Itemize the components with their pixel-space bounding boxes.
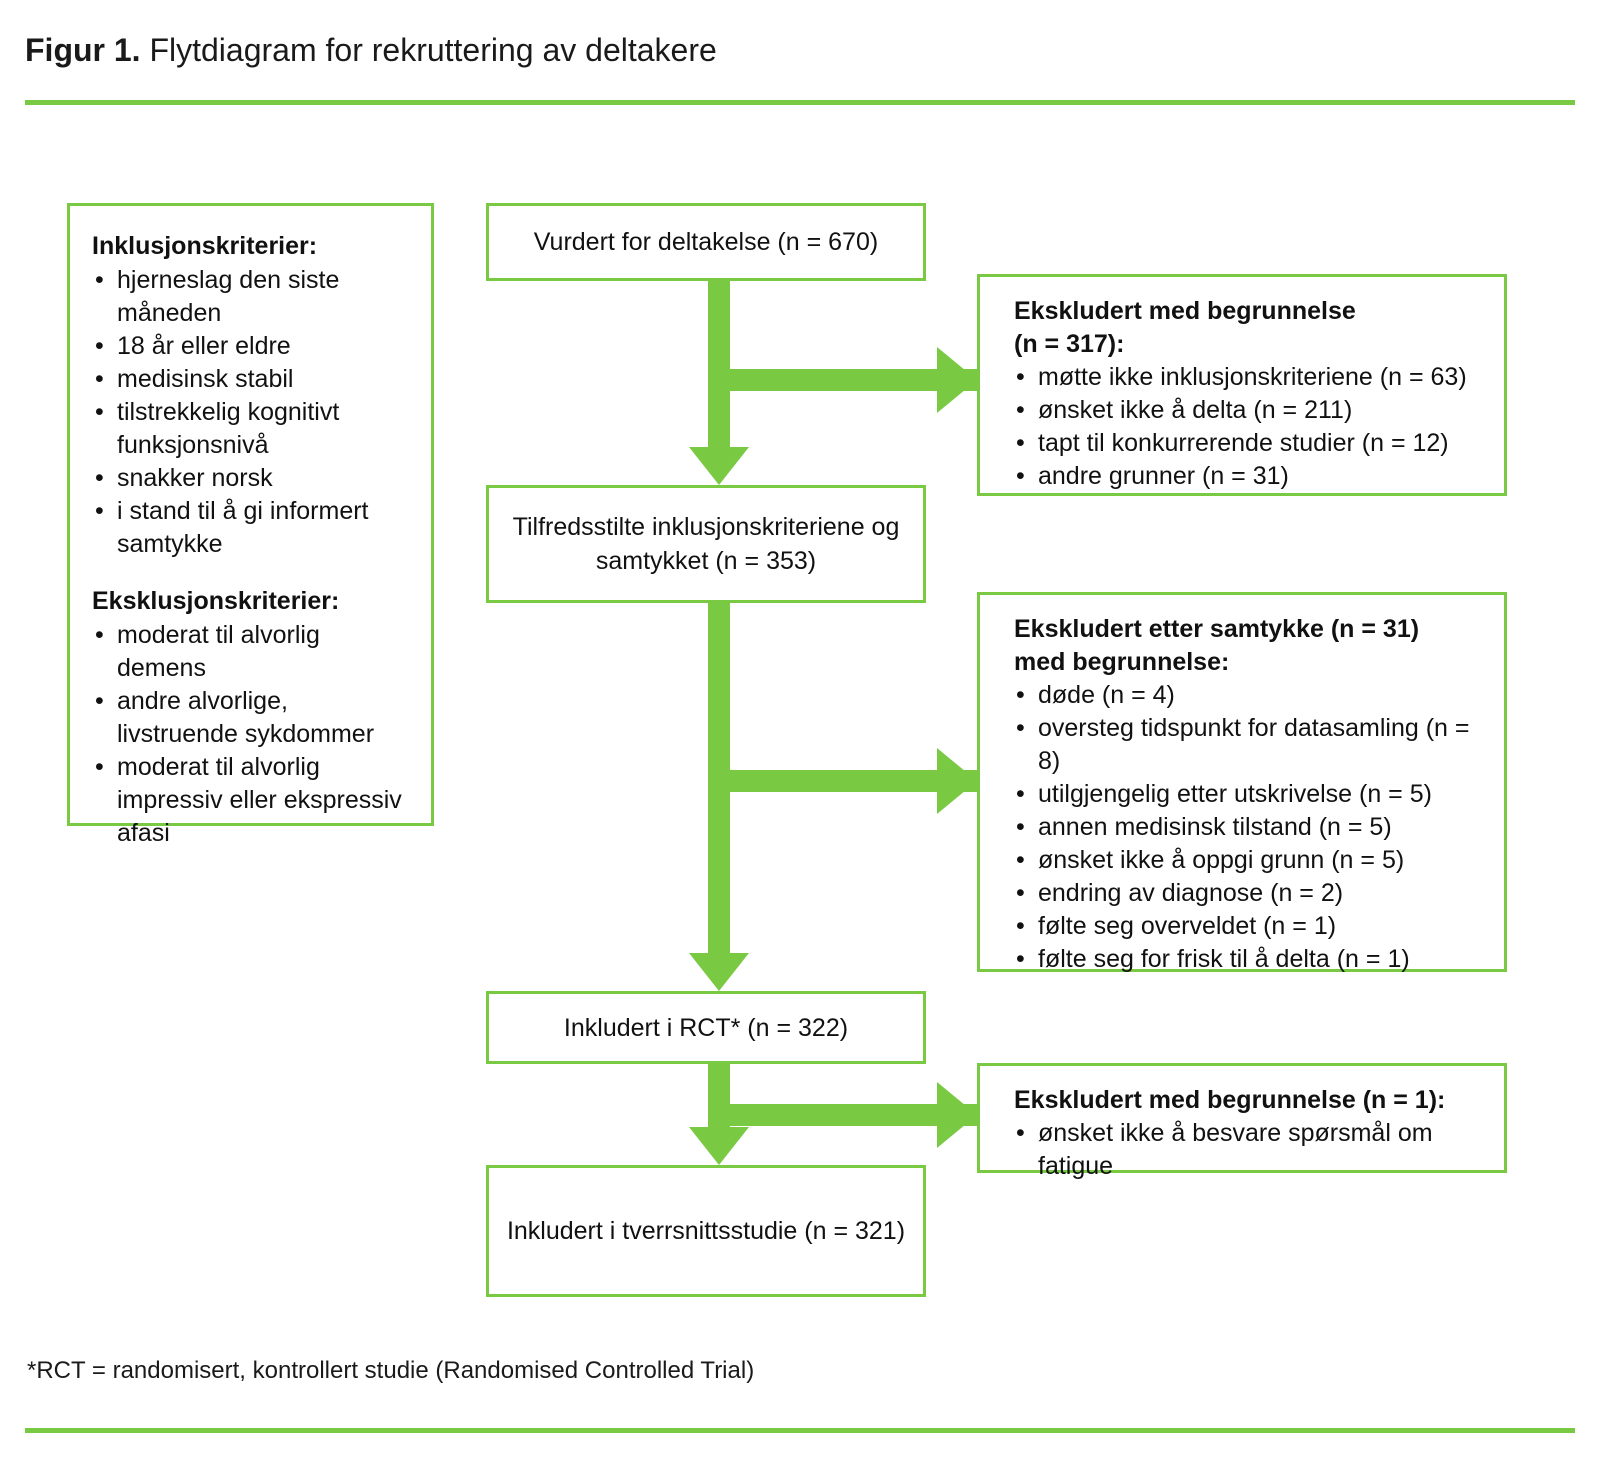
excluded-2-heading-line2: med begrunnelse: [1014,648,1230,676]
figure-title: Figur 1. Flytdiagram for rekruttering av… [25,30,717,70]
figure-label: Figur 1. [25,32,141,68]
list-item: følte seg for frisk til å delta (n = 1) [1014,943,1484,976]
node-consented-label: Tilfredsstilte inklusjonskriteriene og s… [512,513,900,575]
list-item: hjerneslag den siste måneden [92,264,409,330]
list-item: oversteg tidspunkt for datasamling (n = … [1014,712,1484,778]
list-item: snakker norsk [92,462,409,495]
excluded-2-list: døde (n = 4) oversteg tidspunkt for data… [1014,679,1484,976]
node-assessed: Vurdert for deltakelse (n = 670) [486,203,926,281]
node-consented: Tilfredsstilte inklusjonskriteriene og s… [486,485,926,603]
node-excluded-2: Ekskludert etter samtykke (n = 31) med b… [977,592,1507,976]
node-assessed-label: Vurdert for deltakelse (n = 670) [533,228,879,256]
arrow-down-assessed-to-consented [708,281,730,447]
header-divider [25,100,1575,105]
node-excluded-1: Ekskludert med begrunnelse (n = 317): mø… [977,274,1507,496]
exclusion-heading: Eksklusjonskriterier: [92,587,340,615]
inclusion-heading: Inklusjonskriterier: [92,232,318,260]
figure-footnote: *RCT = randomisert, kontrollert studie (… [27,1357,755,1384]
list-item: ønsket ikke å besvare spørsmål om fatigu… [1014,1117,1484,1183]
list-item: 18 år eller eldre [92,330,409,363]
list-item: moderat til alvorlig impressiv eller eks… [92,751,409,850]
arrow-right-rct-to-excluded3 [708,1104,977,1126]
exclusion-criteria-list: moderat til alvorlig demens andre alvorl… [92,619,409,850]
node-rct: Inkludert i RCT* (n = 322) [486,991,926,1064]
excluded-3-list: ønsket ikke å besvare spørsmål om fatigu… [1014,1117,1484,1183]
excluded-1-heading-line2: (n = 317): [1014,330,1125,358]
list-item: medisinsk stabil [92,363,409,396]
excluded-3-heading-line1: Ekskludert med begrunnelse (n = 1): [1014,1086,1446,1114]
list-item: endring av diagnose (n = 2) [1014,877,1484,910]
list-item: annen medisinsk tilstand (n = 5) [1014,811,1484,844]
arrow-right-assessed-to-excluded1 [708,369,977,391]
excluded-1-heading-line1: Ekskludert med begrunnelse [1014,297,1356,325]
list-item: møtte ikke inklusjonskriteriene (n = 63) [1014,361,1484,394]
list-item: tilstrekkelig kognitivt funksjonsnivå [92,396,409,462]
arrowhead-down-icon [689,447,749,485]
list-item: andre grunner (n = 31) [1014,460,1484,493]
list-item: ønsket ikke å delta (n = 211) [1014,394,1484,427]
inclusion-criteria-list: hjerneslag den siste måneden 18 år eller… [92,264,409,561]
criteria-panel: Inklusjonskriterier: hjerneslag den sist… [67,203,434,847]
excluded-2-heading-line1: Ekskludert etter samtykke (n = 31) [1014,615,1420,643]
list-item: i stand til å gi informert samtykke [92,495,409,561]
arrowhead-right-icon [937,1082,977,1148]
list-item: utilgjengelig etter utskrivelse (n = 5) [1014,778,1484,811]
figure-title-text: Flytdiagram for rekruttering av deltaker… [149,32,717,68]
arrowhead-down-icon [689,953,749,991]
arrowhead-right-icon [937,347,977,413]
list-item: ønsket ikke å oppgi grunn (n = 5) [1014,844,1484,877]
node-cross-sectional: Inkludert i tverrsnittsstudie (n = 321) [486,1165,926,1297]
footer-divider [25,1428,1575,1433]
list-item: andre alvorlige, livstruende sykdommer [92,685,409,751]
node-rct-label: Inkludert i RCT* (n = 322) [563,1013,849,1042]
list-item: døde (n = 4) [1014,679,1484,712]
list-item: moderat til alvorlig demens [92,619,409,685]
node-excluded-3: Ekskludert med begrunnelse (n = 1): ønsk… [977,1063,1507,1180]
arrowhead-right-icon [937,748,977,814]
list-item: tapt til konkurrerende studier (n = 12) [1014,427,1484,460]
node-cross-sectional-label: Inkludert i tverrsnittsstudie (n = 321) [506,1217,906,1245]
excluded-1-list: møtte ikke inklusjonskriteriene (n = 63)… [1014,361,1484,493]
arrowhead-down-icon [689,1127,749,1165]
list-item: følte seg overveldet (n = 1) [1014,910,1484,943]
arrow-right-consented-to-excluded2 [708,770,977,792]
